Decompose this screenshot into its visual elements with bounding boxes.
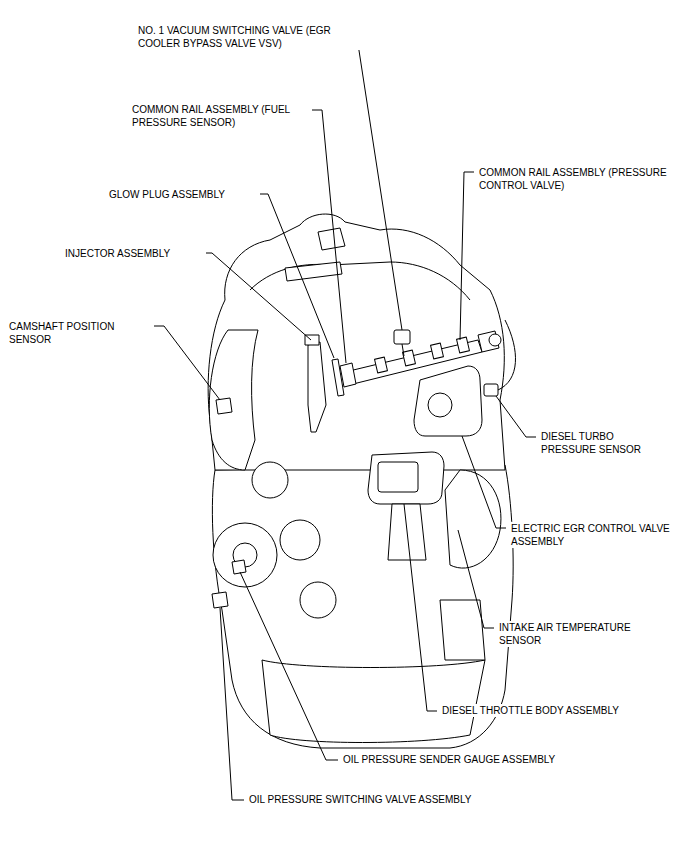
leader-line [404,504,437,711]
oil-pressure-sender [232,560,246,574]
callout-label: GLOW PLUG ASSEMBLY [108,188,260,201]
leader-line [256,194,334,358]
rail-fitting [431,343,444,359]
callout-label: DIESEL TURBO PRESSURE SENSOR [540,430,670,456]
injector [308,342,326,432]
callout-label: ELECTRIC EGR CONTROL VALVE ASSEMBLY [510,522,674,548]
callout-label: OIL PRESSURE SWITCHING VALVE ASSEMBLY [248,793,580,806]
vacuum-switching-valve [394,330,410,344]
leader-line [462,436,506,528]
leader-line [312,110,346,363]
turbo-pressure-sensor [484,384,498,396]
callout-label: NO. 1 VACUUM SWITCHING VALVE (EGR COOLER… [137,24,364,50]
pressure-control-valve-cap [489,334,501,346]
leader-line [496,396,536,437]
water-pump [252,462,288,498]
leader-line [220,608,244,800]
rail-fitting [403,350,416,366]
filter [440,600,485,660]
leader-line [346,31,402,330]
leader-line [154,326,220,400]
crank-pulley [213,523,277,587]
camshaft-position-sensor [216,398,232,414]
idler-pulley [280,520,320,560]
throttle-body [368,452,444,504]
callout-label: COMMON RAIL ASSEMBLY (FUEL PRESSURE SENS… [131,103,311,129]
callout-label: COMMON RAIL ASSEMBLY (PRESSURE CONTROL V… [478,166,670,192]
oil-pressure-switching-valve [212,592,228,608]
oil-pan [262,660,485,743]
rail-fitting [457,337,470,353]
glow-plug [332,359,344,396]
callout-label: DIESEL THROTTLE BODY ASSEMBLY [441,704,673,717]
callout-label: INTAKE AIR TEMPERATURE SENSOR [498,621,672,647]
leader-line [458,530,494,628]
throttle-motor [378,462,418,492]
engine-drawing [208,214,515,748]
leader-line [200,253,311,340]
intake-pipe [285,262,342,281]
callout-label: INJECTOR ASSEMBLY [64,247,206,260]
egr-valve-port [428,393,452,417]
leader-lines [154,31,536,800]
head-cover [250,262,470,300]
top-bracket [318,228,345,250]
idler-pulley [300,582,336,618]
vsv-pipe [402,344,404,356]
timing-cover [209,330,258,470]
cylinder-head [208,214,505,470]
leader-line [240,572,338,760]
egr-valve [414,366,482,436]
rail-fitting [375,357,388,373]
sensor-hose [498,320,515,390]
callout-label: CAMSHAFT POSITION SENSOR [8,320,152,346]
callout-label: OIL PRESSURE SENDER GAUGE ASSEMBLY [342,753,644,766]
leader-line [460,172,474,340]
